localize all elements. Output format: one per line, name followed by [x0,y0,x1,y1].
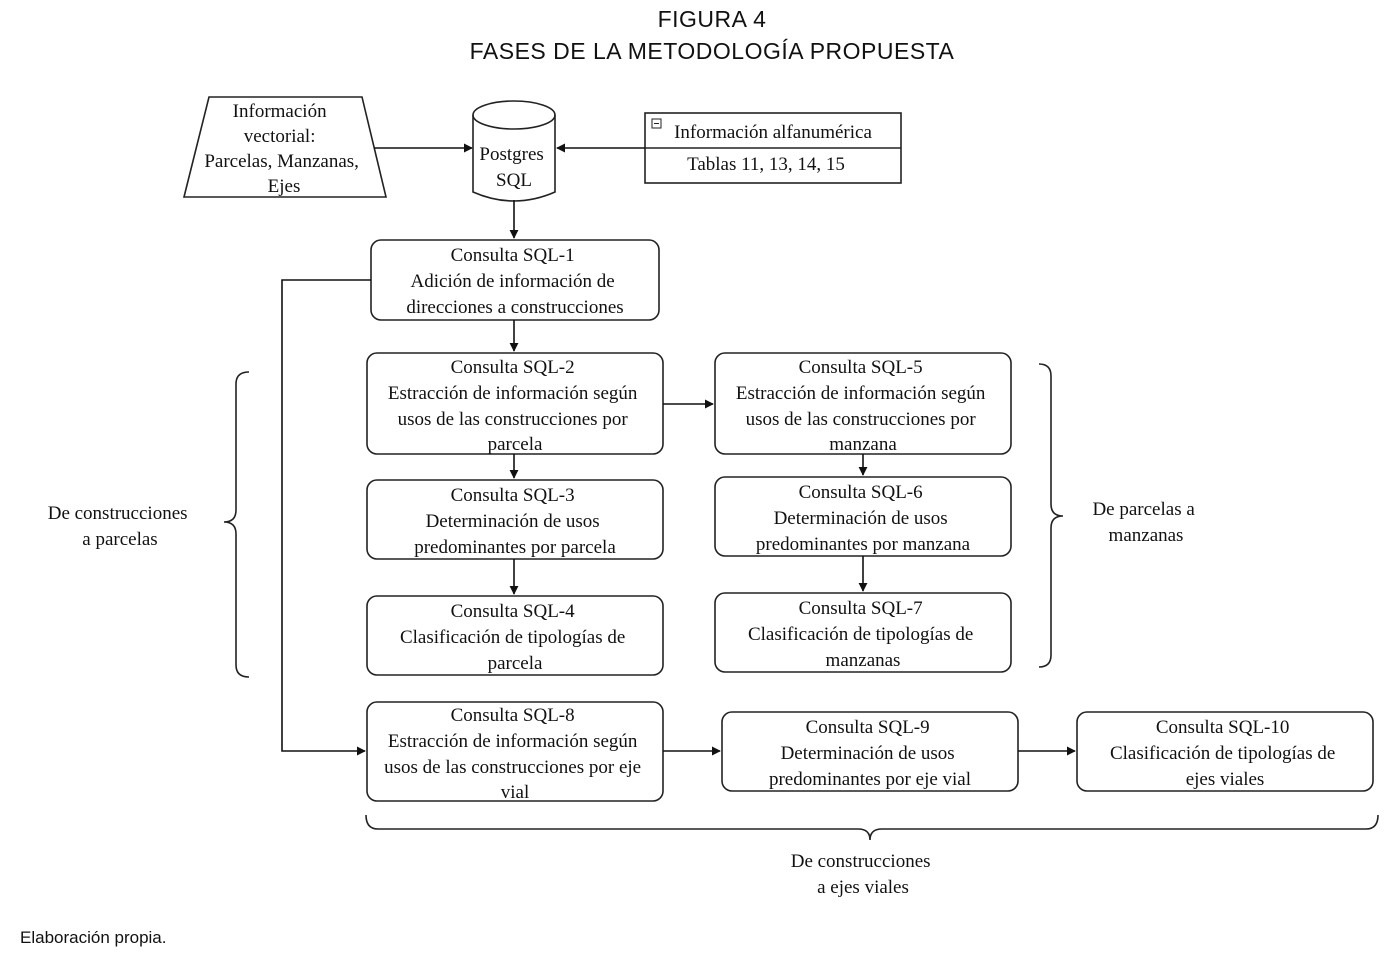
sql9-label: Consulta SQL-9 Determinación de usos pre… [769,717,971,790]
source-note: Elaboración propia. [20,928,167,947]
sql4-box [366,595,664,676]
sql10-box [1076,711,1374,792]
group-label-manzanas: De parcelas a manzanas [1092,499,1199,546]
sql6-label: Consulta SQL-6 Determinación de usos pre… [756,482,971,555]
sql8-label: Consulta SQL-8 Estracción de información… [384,705,646,803]
figure-label: FIGURA 4 [657,6,767,32]
sql7-box [714,592,1012,673]
brace-manzanas [1038,363,1064,668]
sql2-label: Consulta SQL-2 Estracción de información… [388,357,642,455]
collapse-icon [651,118,662,129]
sql1-label: Consulta SQL-1 Adición de información de… [406,245,623,318]
brace-ejes [365,814,1379,841]
vector-input-shape [182,96,388,198]
sql7-label: Consulta SQL-7 Clasificación de tipologí… [748,598,978,671]
vector-input-label: Información vectorial: Parcelas, Manzana… [204,101,363,197]
sql3-label: Consulta SQL-3 Determinación de usos pre… [414,485,616,558]
database-label: Postgres SQL [479,144,548,191]
alpha-table-row: Tablas 11, 13, 14, 15 [687,154,845,175]
group-label-parcelas: De construcciones a parcelas [48,503,193,550]
alpha-table-header: Información alfanumérica [674,122,872,143]
sql10-label: Consulta SQL-10 Clasificación de tipolog… [1110,717,1340,790]
brace-parcelas [223,371,250,678]
group-label-ejes: De construcciones a ejes viales [791,851,936,898]
arrow-sql1-to-sql8 [281,279,371,756]
sql5-label: Consulta SQL-5 Estracción de información… [736,357,990,455]
figure-title: FASES DE LA METODOLOGÍA PROPUESTA [469,38,955,64]
sql4-label: Consulta SQL-4 Clasificación de tipologí… [400,601,630,674]
sql3-box [366,479,664,560]
